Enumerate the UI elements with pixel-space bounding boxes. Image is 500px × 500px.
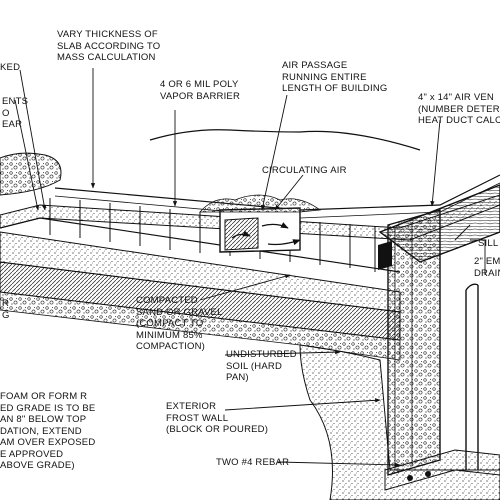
foam-note-label: FOAM OR FORM R ED GRADE IS TO BE AN 8" B…	[0, 391, 96, 471]
sill-plate	[378, 184, 500, 263]
rebar-dot-icon	[425, 471, 431, 477]
slab-thickness-label: VARY THICKNESS OF SLAB ACCORDING TO MASS…	[57, 29, 161, 63]
footing	[384, 449, 500, 491]
airflow-arrow-icon	[231, 222, 301, 246]
compacted-sand-label: COMPACTED SAND OR GRAVEL (COMPACT TO MIN…	[136, 295, 223, 352]
undisturbed-soil	[299, 344, 500, 500]
slab-upper-edge	[54, 174, 500, 211]
drain-label: 2" EM DRAIN	[474, 256, 500, 279]
sill-label: SILL	[478, 238, 499, 249]
air-vent-label: 4" x 14" AIR VEN (NUMBER DETERI HEAT DUC…	[418, 92, 500, 126]
drain-pipe	[465, 285, 479, 470]
air-passage-label: AIR PASSAGE RUNNING ENTIRE LENGTH OF BUI…	[282, 60, 388, 94]
air-vent-opening-icon	[378, 241, 392, 270]
vapor-barrier-label: 4 OR 6 MIL POLY VAPOR BARRIER	[160, 79, 241, 102]
left-mid-fragment-label: R G	[2, 298, 10, 321]
horizon-line	[149, 129, 421, 151]
undisturbed-soil-label: UNDISTURBED SOIL (HARD PAN)	[226, 349, 297, 383]
rebar-dot-icon	[407, 475, 413, 481]
circulating-air-label: CIRCULATING AIR	[262, 165, 347, 176]
left-top-fragment-label: KED	[0, 62, 21, 73]
frost-wall-label: EXTERIOR FROST WALL (BLOCK OR POURED)	[166, 401, 269, 435]
rebar-label: TWO #4 REBAR	[216, 457, 290, 468]
left-fragments-label: ENTS O EAR	[2, 96, 29, 130]
